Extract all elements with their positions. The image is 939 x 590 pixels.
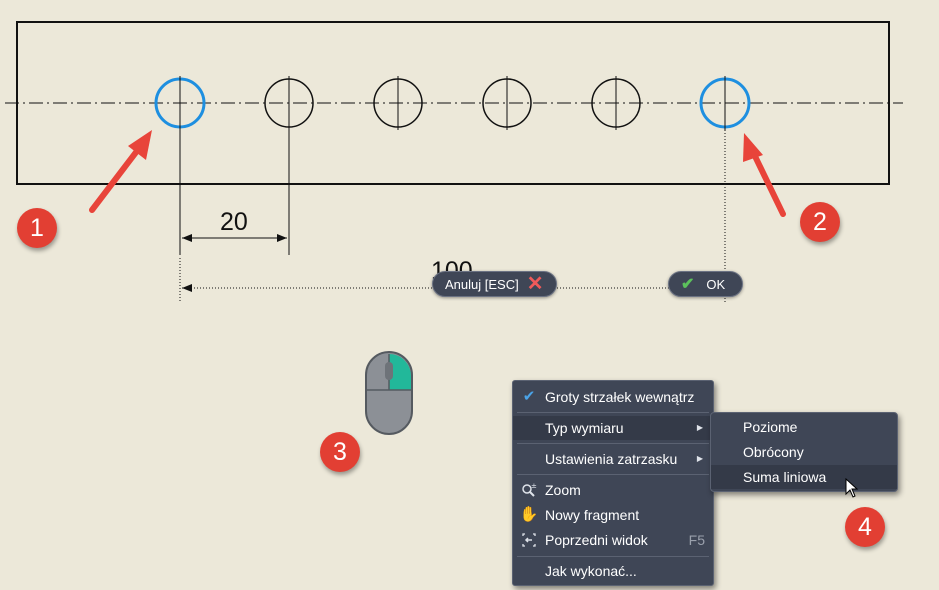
ok-button[interactable]: ✔ OK (668, 271, 743, 297)
checkmark-icon: ✔ (522, 388, 536, 405)
menu-separator (517, 443, 709, 444)
menu-separator (517, 556, 709, 557)
ok-label: OK (706, 276, 726, 292)
hole-3[interactable] (373, 76, 423, 130)
submenu-dimension-type: Poziome Obrócony Suma liniowa (710, 412, 898, 492)
dimension-20-text: 20 (220, 208, 248, 236)
submenu-item-rotated[interactable]: Obrócony (743, 444, 804, 460)
pan-hand-icon: ✋ (519, 506, 539, 523)
cursor-arrow-icon (845, 478, 859, 498)
submenu-arrow-icon: ▶ (696, 423, 703, 432)
hole-6[interactable] (699, 76, 751, 130)
previous-view-icon (519, 528, 539, 552)
menu-item-arrowheads-inside[interactable]: ✔ Groty strzałek wewnątrz (513, 385, 713, 409)
svg-text:±: ± (531, 482, 537, 490)
context-menu: ✔ Groty strzałek wewnątrz Typ wymiaru ▶ … (512, 380, 714, 586)
mouse-icon (365, 351, 413, 435)
pointer-arrow-1 (89, 130, 152, 213)
shortcut-label: F5 (688, 532, 705, 548)
dimension-20[interactable]: 20 (179, 130, 290, 255)
callout-3: 3 (320, 432, 360, 472)
callout-1: 1 (17, 208, 57, 248)
checkmark-icon: ✔ (681, 276, 695, 293)
callout-2: 2 (800, 202, 840, 242)
submenu-arrow-icon: ▶ (696, 454, 703, 463)
hole-5[interactable] (591, 76, 641, 130)
submenu-item-linear-sum[interactable]: Suma liniowa (711, 465, 897, 489)
close-icon: ✕ (526, 273, 544, 295)
hole-2[interactable] (264, 76, 314, 130)
menu-item-dimension-type[interactable]: Typ wymiaru ▶ (513, 416, 713, 440)
menu-separator (517, 474, 709, 475)
menu-item-zoom[interactable]: ± Zoom (513, 478, 713, 502)
menu-item-snap-settings[interactable]: Ustawienia zatrzasku ▶ (513, 447, 713, 471)
cancel-label: Anuluj [ESC] (445, 276, 519, 292)
zoom-icon: ± (519, 478, 539, 502)
menu-separator (517, 412, 709, 413)
callout-4: 4 (845, 507, 885, 547)
submenu-item-horizontal[interactable]: Poziome (743, 419, 798, 435)
menu-item-pan[interactable]: ✋ Nowy fragment (513, 503, 713, 527)
hole-1[interactable] (154, 76, 206, 130)
pointer-arrow-2 (743, 133, 786, 217)
menu-item-how-to[interactable]: Jak wykonać... (545, 563, 637, 579)
hole-4[interactable] (482, 76, 532, 130)
cancel-button[interactable]: Anuluj [ESC] ✕ (432, 271, 557, 297)
menu-item-previous-view[interactable]: Poprzedni widok F5 (513, 528, 713, 552)
